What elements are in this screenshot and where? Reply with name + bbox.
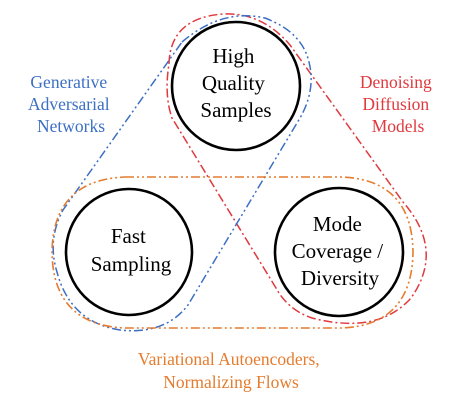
- vae-flows-label-line: Variational Autoencoders,: [138, 349, 320, 369]
- coverage-label-line: Coverage /: [292, 239, 384, 263]
- quality-label-line: High: [212, 44, 255, 68]
- coverage-label-line: Diversity: [301, 266, 380, 290]
- diffusion-label-line: Denoising: [360, 72, 432, 92]
- sampling-node-circle: [64, 187, 194, 317]
- vae-flows-label-line: Normalizing Flows: [163, 372, 299, 392]
- diffusion-label: Denoising Diffusion Models: [360, 72, 436, 136]
- vae-flows-region-outline: [51, 176, 414, 329]
- gan-label-line: Adversarial: [28, 94, 110, 114]
- coverage-node-circle: [273, 186, 405, 318]
- quality-node-circle: [170, 20, 302, 152]
- diffusion-label-line: Models: [372, 116, 425, 136]
- diffusion-label-line: Diffusion: [362, 94, 429, 114]
- gan-region-outline: [52, 15, 312, 332]
- gan-label: Generative Adversarial Networks: [28, 72, 114, 136]
- quality-label-line: Quality: [202, 71, 265, 95]
- sampling-node-label: Fast Sampling: [91, 224, 172, 276]
- coverage-label-line: Mode: [313, 212, 362, 236]
- sampling-label-line: Sampling: [91, 252, 172, 276]
- gan-label-line: Generative: [30, 72, 107, 92]
- diffusion-region-outline: [166, 13, 427, 325]
- gan-label-line: Networks: [37, 116, 105, 136]
- vae-flows-label: Variational Autoencoders, Normalizing Fl…: [138, 349, 324, 392]
- sampling-label-line: Fast: [111, 224, 146, 248]
- quality-node-label: High Quality Samples: [200, 44, 271, 122]
- coverage-node-label: Mode Coverage / Diversity: [292, 212, 389, 290]
- quality-label-line: Samples: [200, 98, 271, 122]
